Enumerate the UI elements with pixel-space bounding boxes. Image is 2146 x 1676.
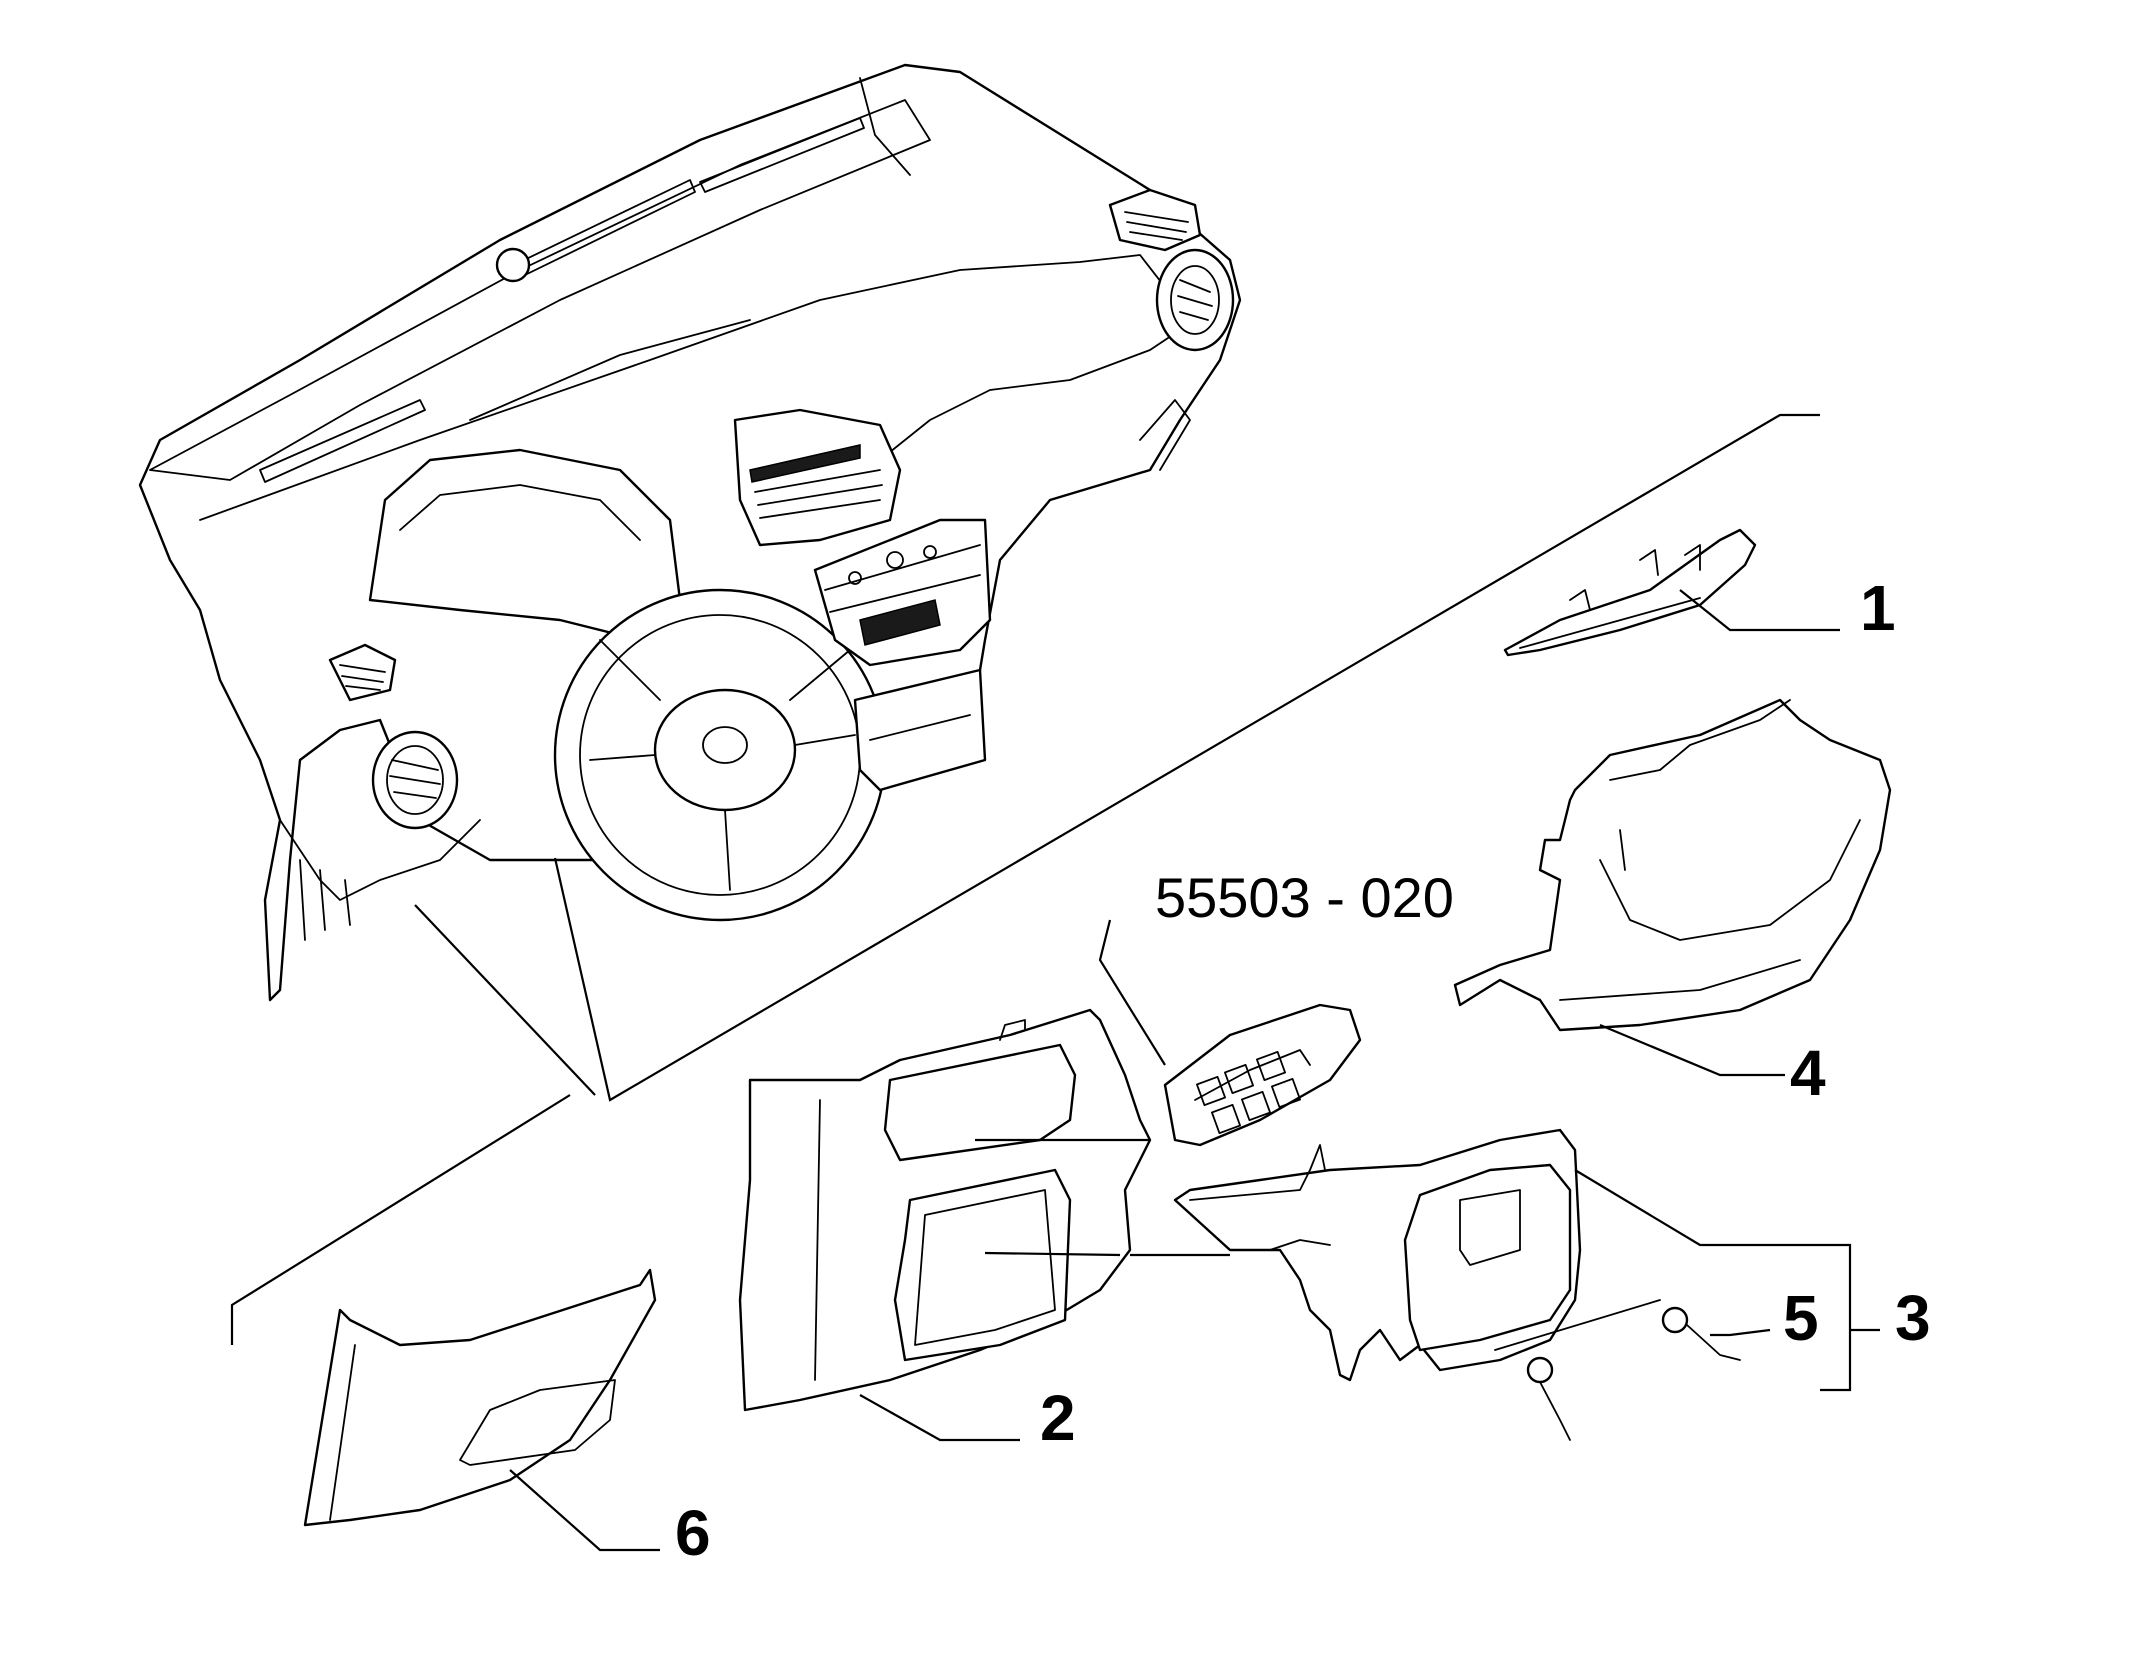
left-air-vents: [328, 643, 459, 830]
callout-1: 1: [1860, 572, 1896, 644]
callout-4: 4: [1790, 1037, 1826, 1109]
part-2-console-bezel: [738, 1008, 1152, 1412]
part-4-column-shroud: [1453, 698, 1892, 1032]
projection-lines: [230, 413, 1820, 1345]
steering-wheel-icon: [553, 588, 887, 922]
switch-panel-55503-020: [1163, 1003, 1362, 1147]
part-6-lower-panel: [303, 1268, 657, 1527]
part-5-hinge-pin: [1494, 1299, 1741, 1441]
part-1-trim-strip: [1503, 528, 1757, 657]
center-console: [813, 518, 992, 792]
right-air-vents: [1108, 188, 1235, 352]
callout-3: 3: [1895, 1282, 1931, 1354]
part-3-glovebox-housing: [1173, 1128, 1582, 1382]
part-number-label: 55503 - 020: [1155, 866, 1454, 929]
center-air-vents: [733, 408, 902, 547]
dashboard-assembly: [138, 63, 1242, 1002]
leader-lines: [509, 589, 1880, 1552]
callout-5: 5: [1783, 1282, 1819, 1354]
callout-2: 2: [1040, 1382, 1076, 1454]
sensor-dome: [495, 247, 531, 283]
callout-6: 6: [675, 1497, 711, 1569]
